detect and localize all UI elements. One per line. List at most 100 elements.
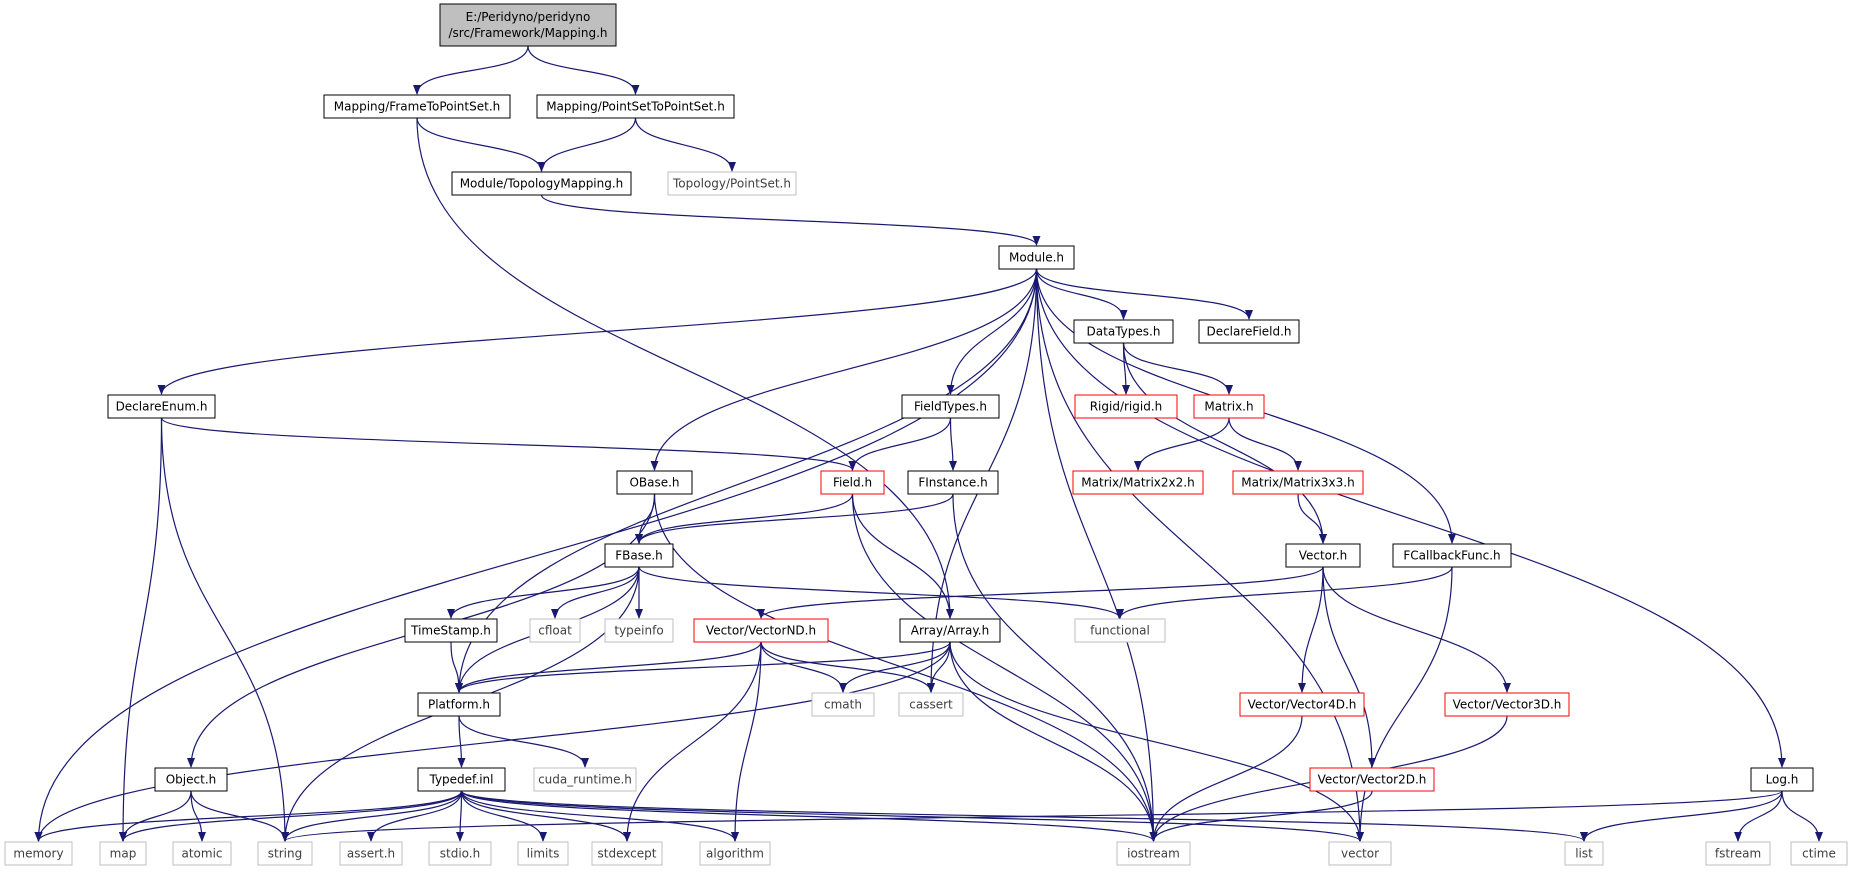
edge-declareenum-to-string [160, 417, 289, 842]
node-timestamp[interactable]: TimeStamp.h [404, 618, 498, 643]
node-array-label: Array/Array.h [911, 624, 989, 638]
node-topomap-label: Module/TopologyMapping.h [460, 177, 624, 191]
node-vectorstd[interactable]: vector [1328, 841, 1392, 866]
edge-finstance-to-iostream [952, 493, 1158, 842]
node-functional[interactable]: functional [1074, 618, 1166, 643]
node-ps2ps[interactable]: Mapping/PointSetToPointSet.h [536, 94, 735, 119]
edge-ps2ps-to-pointset [634, 117, 736, 172]
node-declarefield-label: DeclareField.h [1206, 325, 1291, 339]
node-map[interactable]: map [99, 841, 147, 866]
edge-array-to-memory [34, 641, 951, 842]
edge-module-to-fieldtypes [946, 268, 1038, 395]
node-object[interactable]: Object.h [154, 767, 228, 792]
node-iostream[interactable]: iostream [1116, 841, 1191, 866]
node-fstream[interactable]: fstream [1705, 841, 1771, 866]
edge-fbase-to-functional [638, 566, 1124, 619]
node-typedef-label: Typedef.inl [428, 773, 493, 787]
node-atomic-box [172, 841, 232, 866]
edge-module-to-datatypes [1035, 268, 1128, 320]
node-vector[interactable]: Vector.h [1285, 543, 1361, 568]
node-root-label: /src/Framework/Mapping.h [449, 26, 608, 40]
node-array[interactable]: Array/Array.h [899, 618, 1001, 643]
node-cudart-box [533, 767, 637, 792]
node-finstance-label: FInstance.h [918, 476, 987, 490]
node-cmath[interactable]: cmath [811, 692, 875, 717]
node-typedef[interactable]: Typedef.inl [417, 767, 506, 792]
node-root[interactable]: E:/Peridyno/peridyno/src/Framework/Mappi… [439, 3, 617, 47]
node-datatypes[interactable]: DataTypes.h [1073, 319, 1174, 344]
node-algorithm[interactable]: algorithm [699, 841, 771, 866]
node-mat3x3-label: Matrix/Matrix3x3.h [1241, 476, 1354, 490]
edge-vectornd-to-algorithm [731, 641, 762, 842]
node-log-label: Log.h [1766, 773, 1799, 787]
node-mat3x3-box [1232, 470, 1364, 495]
node-stdexcept-box [591, 841, 663, 866]
edge-field-to-iostream [851, 493, 1158, 842]
node-atomic[interactable]: atomic [172, 841, 232, 866]
node-algorithm-box [699, 841, 771, 866]
node-platform[interactable]: Platform.h [417, 692, 501, 717]
node-declareenum[interactable]: DeclareEnum.h [107, 394, 216, 419]
node-list-label: list [1575, 847, 1593, 861]
edge-vectornd-to-cmath [760, 641, 847, 693]
edge-obase-to-iostream [653, 493, 1158, 842]
edge-object-to-string [190, 790, 289, 842]
node-vec2d[interactable]: Vector/Vector2D.h [1309, 767, 1435, 792]
node-cmath-box [811, 692, 875, 717]
node-functional-label: functional [1090, 624, 1150, 638]
node-rigid[interactable]: Rigid/rigid.h [1074, 394, 1178, 419]
node-vectornd-box [693, 618, 829, 643]
node-mat2x2[interactable]: Matrix/Matrix2x2.h [1072, 470, 1204, 495]
node-log[interactable]: Log.h [1750, 767, 1814, 792]
node-fstream-box [1705, 841, 1771, 866]
node-stdexcept[interactable]: stdexcept [591, 841, 663, 866]
node-topomap-box [451, 171, 632, 196]
node-fieldtypes-label: FieldTypes.h [914, 400, 987, 414]
node-stdexcept-label: stdexcept [598, 847, 657, 861]
node-rigid-label: Rigid/rigid.h [1090, 400, 1163, 414]
edge-module-to-declarefield [1035, 268, 1253, 320]
node-ps2ps-box [536, 94, 735, 119]
node-declarefield[interactable]: DeclareField.h [1198, 319, 1300, 344]
node-object-box [154, 767, 228, 792]
edge-log-to-ctime [1781, 790, 1823, 842]
node-mat3x3[interactable]: Matrix/Matrix3x3.h [1232, 470, 1364, 495]
edge-module-to-memory [34, 268, 1038, 842]
node-cfloat[interactable]: cfloat [529, 618, 581, 643]
node-cudart[interactable]: cuda_runtime.h [533, 767, 637, 792]
edge-timestamp-to-platform [450, 641, 463, 693]
nodes-layer: E:/Peridyno/peridyno/src/Framework/Mappi… [4, 3, 1848, 866]
node-cassert[interactable]: cassert [898, 692, 964, 717]
node-fieldtypes[interactable]: FieldTypes.h [901, 394, 1000, 419]
node-string[interactable]: string [257, 841, 313, 866]
node-vec3d[interactable]: Vector/Vector3D.h [1444, 692, 1570, 717]
node-pointset-box [667, 171, 797, 196]
edge-mat3x3-to-vector [1297, 493, 1327, 544]
node-vectornd[interactable]: Vector/VectorND.h [693, 618, 829, 643]
node-fcallback[interactable]: FCallbackFunc.h [1392, 543, 1512, 568]
node-matrix-box [1193, 394, 1265, 419]
node-vec4d[interactable]: Vector/Vector4D.h [1239, 692, 1365, 717]
node-asserth-label: assert.h [347, 847, 395, 861]
node-field[interactable]: Field.h [820, 470, 885, 495]
node-module[interactable]: Module.h [998, 245, 1075, 270]
node-ctime[interactable]: ctime [1790, 841, 1848, 866]
node-memory[interactable]: memory [4, 841, 73, 866]
node-limits[interactable]: limits [517, 841, 569, 866]
edge-log-to-fstream [1734, 790, 1783, 842]
node-matrix[interactable]: Matrix.h [1193, 394, 1265, 419]
node-finstance[interactable]: FInstance.h [907, 470, 999, 495]
node-fbase[interactable]: FBase.h [604, 543, 674, 568]
node-frame2ps[interactable]: Mapping/FrameToPointSet.h [323, 94, 511, 119]
edge-field-to-fbase [635, 493, 854, 544]
node-obase[interactable]: OBase.h [616, 470, 693, 495]
edge-module-to-declareenum [157, 268, 1038, 395]
node-pointset[interactable]: Topology/PointSet.h [667, 171, 797, 196]
node-stdioh[interactable]: stdio.h [428, 841, 492, 866]
node-asserth[interactable]: assert.h [339, 841, 403, 866]
node-declareenum-box [107, 394, 216, 419]
edge-array-to-platform [455, 641, 951, 693]
node-list[interactable]: list [1564, 841, 1604, 866]
node-topomap[interactable]: Module/TopologyMapping.h [451, 171, 632, 196]
node-typeinfo[interactable]: typeinfo [604, 618, 674, 643]
